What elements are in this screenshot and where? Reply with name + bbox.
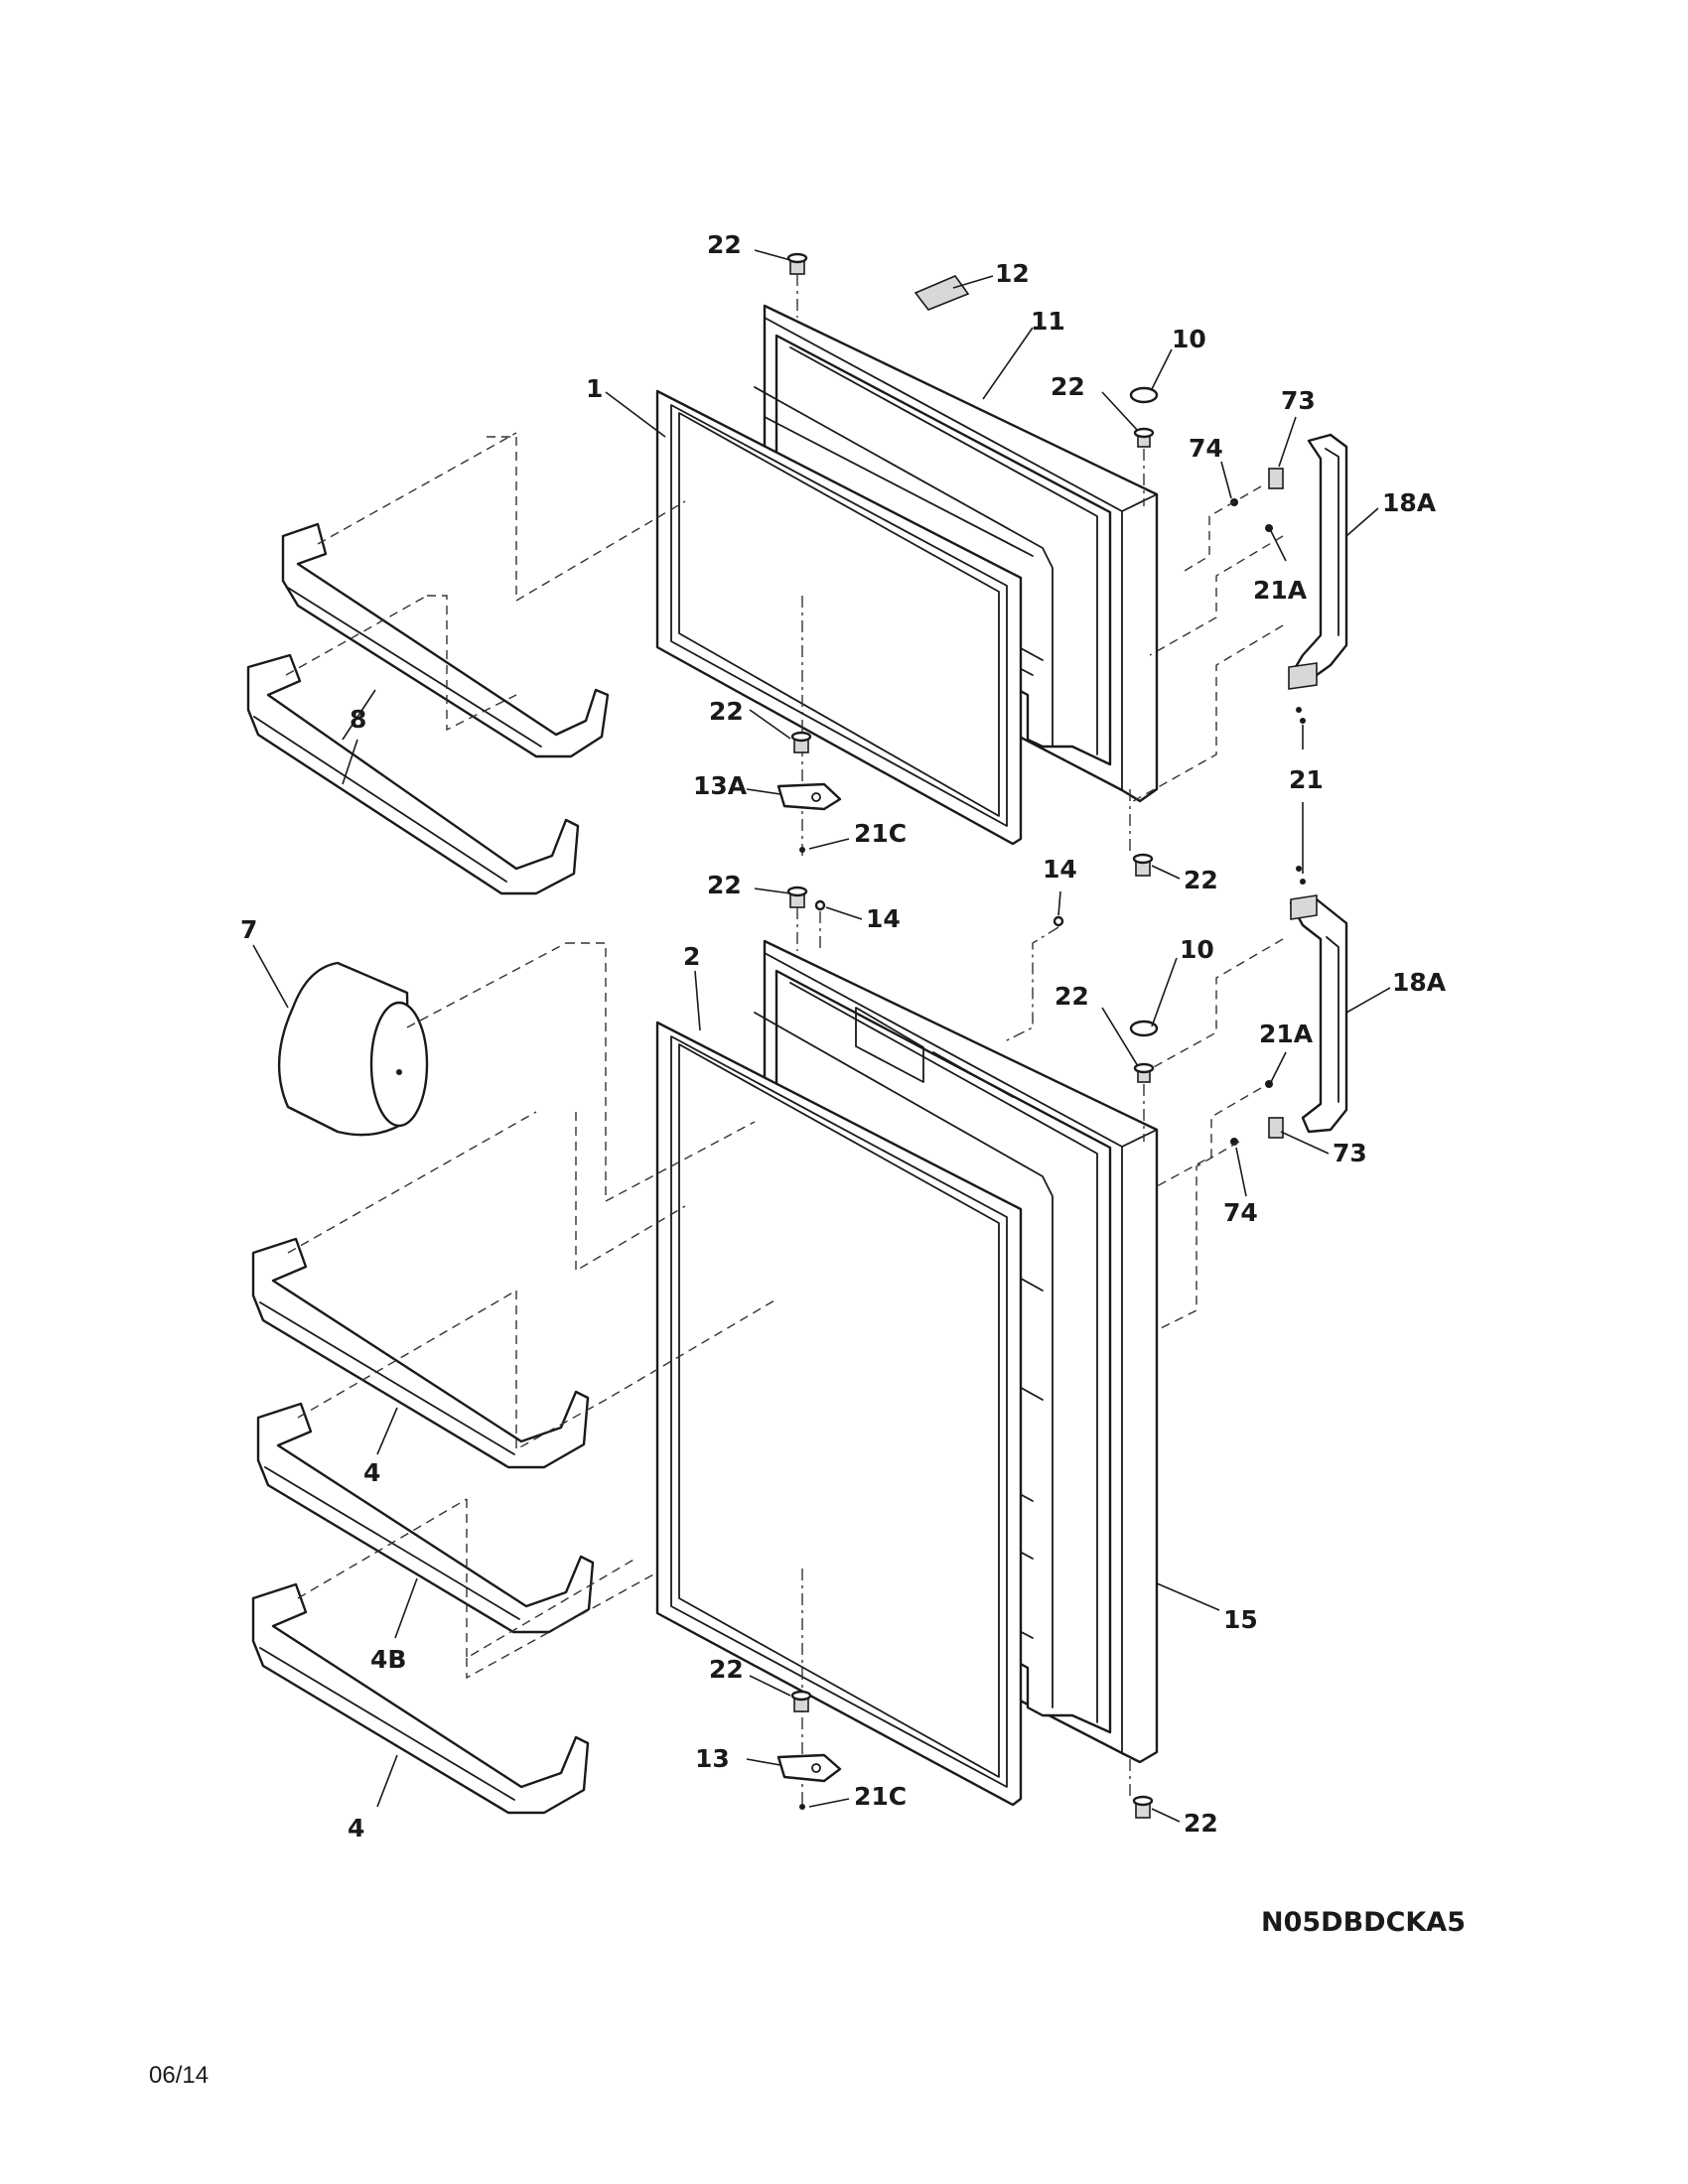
- freezer-door-label: [914, 275, 970, 311]
- callout-18A-bottom: 18A: [1392, 968, 1447, 997]
- fresh-handle-assembly: [1151, 866, 1348, 1331]
- fresh-lower-right-bushing: [1132, 1795, 1154, 1819]
- fresh-door-stop-left: [814, 899, 826, 911]
- fresh-door-cap: [1129, 1020, 1159, 1037]
- callout-18A-top: 18A: [1382, 488, 1437, 517]
- callout-74-top: 74: [1189, 434, 1223, 463]
- callout-21A-bottom: 21A: [1259, 1020, 1314, 1048]
- freezer-shelf-bar-upper: [281, 522, 610, 758]
- callout-15: 15: [1223, 1605, 1258, 1634]
- revision-date: 06/14: [149, 2062, 209, 2089]
- freezer-hinge: [776, 782, 842, 811]
- freezer-door-cap: [1129, 386, 1159, 404]
- callout-labels: 22 12 11 10 22 1 74 73 18A 21A 8 22 13A …: [240, 230, 1447, 1843]
- callout-22-fresh-bushing: 22: [709, 1655, 744, 1684]
- callout-2: 2: [683, 942, 700, 971]
- fresh-bottom-bushing: [790, 1690, 812, 1712]
- freezer-handle-assembly: [1127, 433, 1348, 805]
- freezer-handle-cap: [1268, 468, 1284, 489]
- callout-14-left: 14: [866, 904, 901, 933]
- freezer-door-gasket: [655, 389, 1023, 846]
- fresh-handle: [1289, 897, 1348, 1134]
- callout-14-right: 14: [1043, 855, 1077, 884]
- callout-10-fresh: 10: [1180, 935, 1214, 964]
- callout-22-top-right: 22: [1051, 372, 1085, 401]
- callout-7: 7: [240, 915, 257, 944]
- fresh-door-gasket: [655, 1021, 1023, 1807]
- freezer-lower-right-bushing: [1132, 853, 1154, 877]
- callout-11: 11: [1031, 307, 1065, 336]
- door-shelf-lower: [251, 1582, 590, 1815]
- fresh-food-door-assembly: [655, 886, 1159, 1819]
- callout-21C-top: 21C: [854, 819, 907, 848]
- callout-73-top: 73: [1281, 386, 1316, 415]
- freezer-right-screw: [1133, 427, 1155, 448]
- callout-74-bottom: 74: [1223, 1198, 1258, 1227]
- callout-8: 8: [350, 705, 366, 734]
- callout-73-bottom: 73: [1333, 1139, 1367, 1167]
- freezer-top-bushing: [786, 252, 808, 275]
- callout-22-fresh-top: 22: [707, 871, 742, 899]
- door-shelf-upper: [251, 1237, 590, 1469]
- freezer-bottom-bushing: [790, 731, 812, 753]
- callout-1: 1: [586, 374, 603, 403]
- fresh-handle-cap: [1268, 1117, 1284, 1139]
- freezer-shelf-bar-lower: [246, 653, 580, 895]
- callout-4B: 4B: [370, 1645, 406, 1674]
- dairy-bin: [277, 942, 756, 1203]
- door-shelf-middle: [256, 1402, 595, 1634]
- callout-22-top-lower-right: 22: [1184, 866, 1218, 894]
- callout-4-lower: 4: [348, 1814, 364, 1843]
- callout-10-top: 10: [1172, 325, 1206, 353]
- callout-13A: 13A: [693, 771, 748, 800]
- freezer-shelf-bars: [246, 432, 686, 895]
- fresh-right-screw: [1133, 1062, 1155, 1083]
- callout-22-fresh-lower-right: 22: [1184, 1809, 1218, 1838]
- fresh-door-shelves: [251, 1111, 775, 1815]
- callout-13: 13: [695, 1744, 730, 1773]
- leader-lines: [252, 249, 1391, 1823]
- fresh-door-stop-right: [1053, 915, 1064, 927]
- fresh-top-bushing: [786, 886, 808, 908]
- callout-12: 12: [995, 259, 1030, 288]
- diagram-code: N05DBDCKA5: [1261, 1907, 1466, 1938]
- callout-22-fresh-right: 22: [1055, 982, 1089, 1011]
- fresh-hinge: [776, 1753, 842, 1783]
- freezer-door-assembly: [655, 252, 1159, 877]
- callout-4-upper: 4: [363, 1458, 380, 1487]
- callout-22-top: 22: [707, 230, 742, 259]
- callout-21C-bottom: 21C: [854, 1782, 907, 1811]
- callout-21A-top: 21A: [1253, 576, 1308, 605]
- callout-22-top-bushing: 22: [709, 697, 744, 726]
- callout-21: 21: [1289, 765, 1324, 794]
